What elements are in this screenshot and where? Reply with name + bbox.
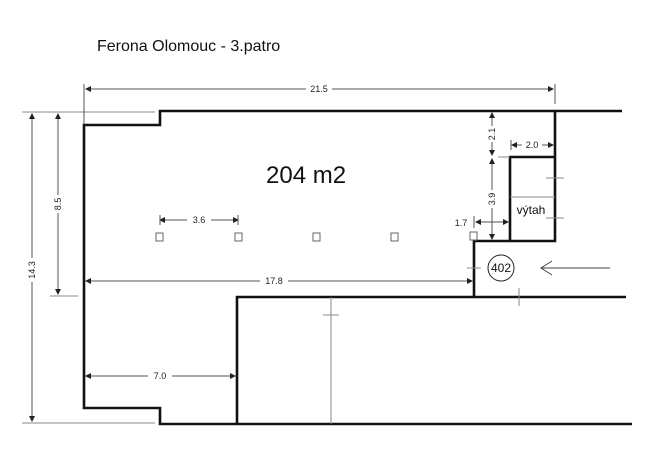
column [469,231,478,241]
walls [82,109,632,426]
elevator-label: výtah [517,203,546,217]
dim-total-height: 14.3 [27,261,37,279]
column [390,232,399,242]
extension-lines [22,84,564,424]
dim-elevator-width: 2.0 [526,140,539,150]
columns [155,231,478,242]
plan-title: Ferona Olomouc - 3.patro [97,38,281,55]
room-number: 402 [491,261,511,275]
dimension-lines: 21.5 14.3 8.5 3.6 1.7 17.8 7.0 2.0 2.1 3… [26,83,554,422]
dim-bottom-left-width: 7.0 [154,371,167,381]
dim-left-height: 8.5 [53,198,63,211]
column [312,232,321,242]
dim-corridor-offset: 1.7 [455,218,468,228]
dim-elevator-height: 3.9 [487,193,497,206]
dim-column-spacing: 3.6 [193,215,206,225]
column [234,232,243,242]
dim-elevator-top-gap: 2.1 [487,128,497,141]
area-label: 204 m2 [266,162,347,189]
room-number-badge: 402 [487,254,515,282]
dim-total-width: 21.5 [310,84,328,94]
entrance-arrow-icon [540,260,610,276]
dim-inner-length: 17.8 [265,276,283,286]
column [155,232,164,242]
